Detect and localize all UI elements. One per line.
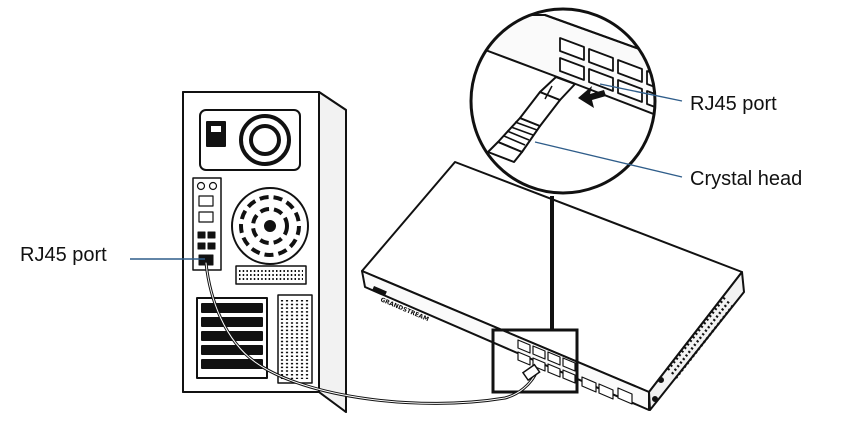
plugged-connector [521,363,541,382]
port-highlight-box [491,328,579,394]
switch-rj45-port-label: RJ45 port [690,93,777,115]
leader-lines [130,83,683,260]
expansion-slots [196,297,268,379]
leader-zoom-port [599,83,683,102]
crystal-head-label: Crystal head [690,168,803,190]
pc-rj45-port-label: RJ45 port [20,244,107,266]
crystal-head-connector [487,76,576,163]
zoom-detail [469,7,657,195]
power-switch [206,121,226,147]
pc-tower [182,91,347,413]
switch-rj45-ports [517,339,576,384]
sfp-ports [581,376,633,405]
leader-crystal-head [534,141,683,178]
